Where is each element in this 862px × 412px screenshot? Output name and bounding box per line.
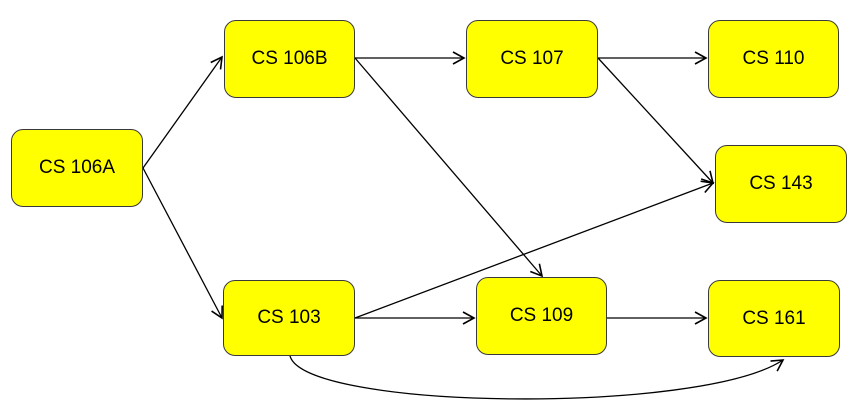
node-cs106b: CS 106B [224, 20, 355, 98]
node-cs110: CS 110 [708, 20, 839, 98]
edge-106b-109 [354, 57, 544, 278]
node-label: CS 107 [500, 48, 564, 69]
node-cs106a: CS 106A [11, 129, 143, 207]
node-cs143: CS 143 [715, 145, 847, 223]
node-label: CS 110 [742, 48, 805, 69]
node-label: CS 103 [257, 307, 321, 328]
node-cs107: CS 107 [466, 20, 598, 98]
node-cs109: CS 109 [476, 277, 607, 355]
node-label: CS 106B [251, 48, 328, 69]
node-label: CS 143 [749, 173, 813, 194]
node-label: CS 161 [742, 307, 806, 329]
node-cs161: CS 161 [708, 280, 840, 357]
edge-106a-106b [142, 55, 223, 169]
edge-103-161 [289, 355, 785, 400]
node-label: CS 109 [509, 305, 574, 326]
node-label: CS 106A [38, 157, 116, 178]
edge-103-143 [354, 180, 715, 319]
edge-106a-103 [142, 167, 223, 320]
node-cs103: CS 103 [223, 280, 355, 356]
edge-107-143 [597, 57, 715, 185]
